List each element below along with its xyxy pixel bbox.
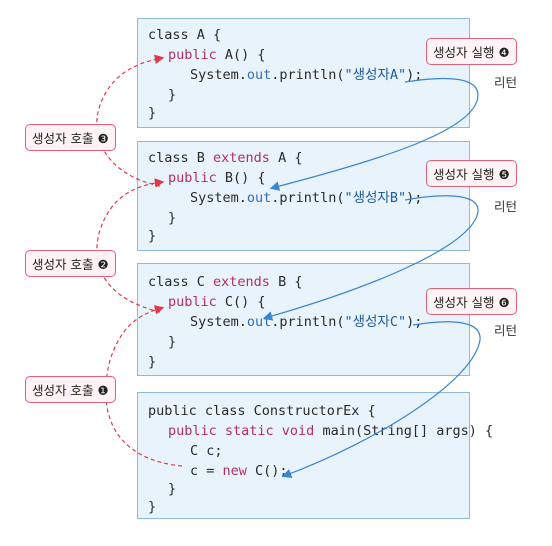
main-signature: main(String[] args) { <box>314 423 494 439</box>
class-b-line-4: } <box>168 210 177 226</box>
class-b-line-1: class B extends A { <box>148 148 302 168</box>
system-text: System. <box>190 67 247 83</box>
class-a-box: class A { public A() { System.out.printl… <box>137 18 470 128</box>
system-text: System. <box>190 314 247 330</box>
system-text: System. <box>190 190 247 206</box>
main-line-1: public class ConstructorEx { <box>148 403 376 419</box>
class-c-line-2: public C() { <box>168 292 266 312</box>
string-literal: "생성자C" <box>344 314 407 330</box>
keyword-new: new <box>222 463 247 479</box>
statement-end: ); <box>406 67 423 83</box>
keyword-public: public <box>168 170 217 186</box>
keyword-public: public <box>168 47 217 63</box>
class-c-box: class C extends B { public C() { System.… <box>137 263 470 376</box>
class-b-line-2: public B() { <box>168 168 266 188</box>
class-decl: class C <box>148 274 214 290</box>
return-label-b: 리턴 <box>494 199 518 214</box>
call-label-3: 생성자 호출 ❸ <box>25 124 116 151</box>
return-arrow-c <box>281 321 481 478</box>
constructor-signature: C() { <box>216 294 266 310</box>
println-text: .println( <box>271 67 345 83</box>
class-a-line-1: class A { <box>148 27 222 43</box>
string-literal: "생성자A" <box>344 67 407 83</box>
out-keyword: out <box>246 190 272 206</box>
class-a-line-3: System.out.println("생성자A"); <box>190 65 422 85</box>
call-arrow-2 <box>96 178 165 313</box>
class-c-line-3: System.out.println("생성자C"); <box>190 312 422 332</box>
constructor-signature: A() { <box>216 47 266 63</box>
println-text: .println( <box>271 190 345 206</box>
assignment: c = <box>190 463 223 479</box>
superclass: B { <box>269 274 303 290</box>
keyword-extends: extends <box>213 274 270 290</box>
string-literal: "생성자B" <box>344 190 407 206</box>
superclass: A { <box>269 150 303 166</box>
out-keyword: out <box>246 67 272 83</box>
call-arrow-1 <box>105 305 183 467</box>
main-line-2: public static void main(String[] args) { <box>168 421 493 441</box>
statement-end: ); <box>406 314 423 330</box>
constructor-signature: B() { <box>216 170 266 186</box>
class-a-line-2: public A() { <box>168 45 266 65</box>
class-c-line-1: class C extends B { <box>148 272 302 292</box>
return-label-a: 리턴 <box>494 75 518 90</box>
class-c-line-4: } <box>168 334 177 350</box>
keyword-extends: extends <box>213 150 270 166</box>
call-arrow-3 <box>96 54 165 187</box>
class-b-box: class B extends A { public B() { System.… <box>137 141 470 251</box>
class-b-line-5: } <box>148 228 157 244</box>
return-label-c: 리턴 <box>494 323 518 338</box>
println-text: .println( <box>271 314 345 330</box>
class-c-line-5: } <box>148 354 157 370</box>
main-class-box: public class ConstructorEx { public stat… <box>137 392 493 519</box>
main-line-3: C c; <box>190 443 223 459</box>
return-arrow-b <box>262 195 479 321</box>
main-line-4: c = new C(); <box>190 461 288 481</box>
constructor-call: C(); <box>246 463 288 479</box>
keyword-public: public <box>168 294 217 310</box>
class-decl: class B <box>148 150 214 166</box>
class-a-line-4: } <box>168 87 177 103</box>
class-b-line-3: System.out.println("생성자B"); <box>190 188 422 208</box>
class-a-line-5: } <box>148 105 157 121</box>
main-line-5: } <box>168 481 177 497</box>
exec-label-4: 생성자 실행 ❹ <box>426 38 517 65</box>
exec-label-6: 생성자 실행 ❻ <box>426 288 517 315</box>
call-label-1: 생성자 호출 ❶ <box>25 376 116 403</box>
keyword-public-static-void: public static void <box>168 423 315 439</box>
exec-label-5: 생성자 실행 ❺ <box>426 160 517 187</box>
return-arrow-a <box>269 77 479 191</box>
main-line-6: } <box>148 499 157 515</box>
call-label-2: 생성자 호출 ❷ <box>25 250 116 277</box>
